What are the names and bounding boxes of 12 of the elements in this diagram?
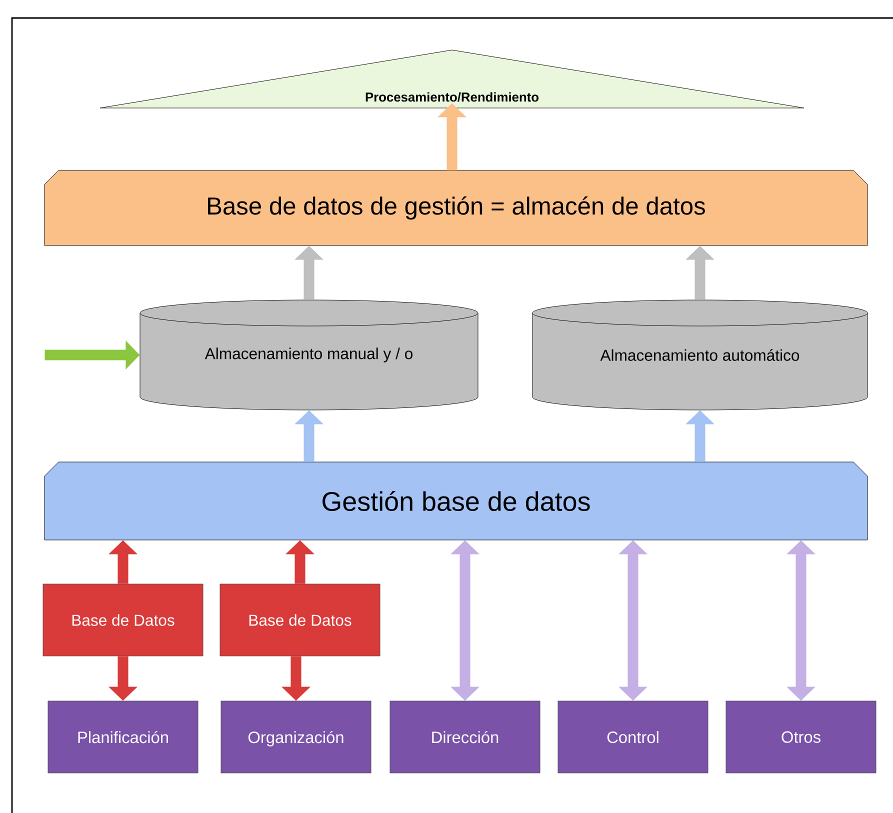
database-box: Base de Datos [220, 584, 380, 656]
process-box: Base de datos de gestión = almacén de datos [44, 170, 868, 246]
triangle-banner: Procesamiento/Rendimiento [100, 50, 804, 108]
database-cylinder: Almacenamiento manual y / o [140, 300, 478, 410]
function-box: Control [558, 700, 708, 774]
database-cylinder: Almacenamiento automático [532, 300, 868, 410]
function-box: Planificación [48, 700, 198, 774]
database-box: Base de Datos [42, 584, 204, 656]
function-box: Organización [220, 700, 372, 774]
process-box: Gestión base de datos [44, 462, 868, 540]
function-box: Dirección [390, 700, 540, 774]
function-box: Otros [726, 700, 876, 774]
